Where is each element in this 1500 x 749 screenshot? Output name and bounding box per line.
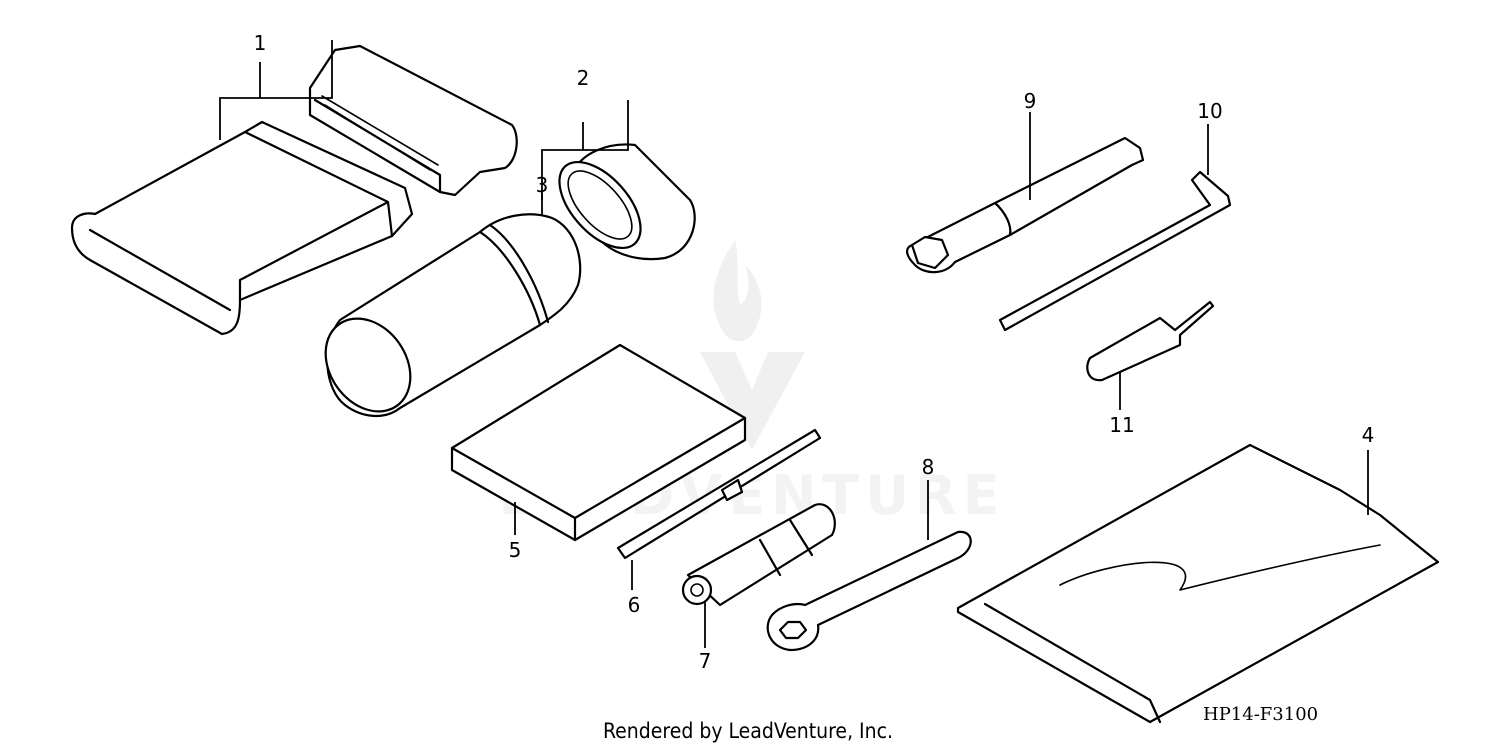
screwdriver-handle-part-7: 7 <box>681 503 836 673</box>
callout-2: 2 <box>577 66 590 90</box>
callout-11: 11 <box>1109 413 1134 437</box>
callout-9: 9 <box>1024 89 1037 113</box>
ring-wrench-part-8: 8 <box>766 455 972 652</box>
tool-case-part-1: 1 <box>70 31 518 336</box>
callout-7: 7 <box>699 649 712 673</box>
diagram-code: HP14-F3100 <box>1203 704 1318 725</box>
callout-3: 3 <box>536 173 549 197</box>
plastic-bag-part-4: 4 <box>956 423 1440 724</box>
callout-6: 6 <box>628 593 641 617</box>
callout-8: 8 <box>922 455 935 479</box>
callout-5: 5 <box>509 538 522 562</box>
callout-10: 10 <box>1197 99 1222 123</box>
owners-manual-part-5: 5 <box>450 343 747 562</box>
callout-1: 1 <box>254 31 267 55</box>
render-credit: Rendered by LeadVenture, Inc. <box>603 719 893 743</box>
spark-plug-wrench-part-9: 9 <box>906 89 1145 274</box>
screwdriver-part-6: 6 <box>616 428 822 617</box>
grip-part-11: 11 <box>1086 300 1215 437</box>
hex-key-part-10: 10 <box>998 99 1232 332</box>
callout-4: 4 <box>1362 423 1375 447</box>
cap-ring-part-2: 2 <box>541 66 696 261</box>
cylinder-container-part-3: 3 <box>324 173 582 417</box>
